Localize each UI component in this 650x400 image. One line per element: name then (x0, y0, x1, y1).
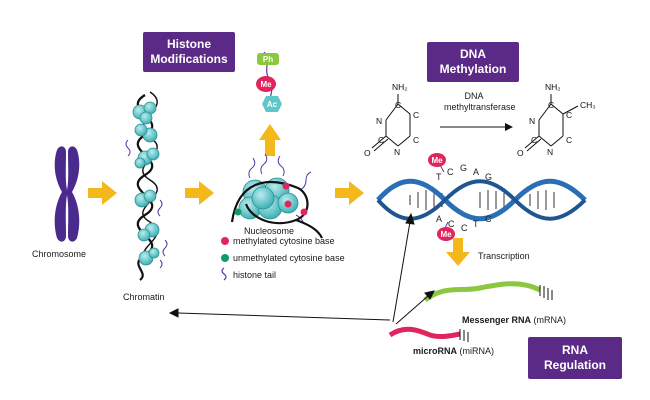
cytosine-structure (371, 94, 411, 152)
mirna-label: microRNA (miRNA) (413, 346, 495, 356)
nucleosome-icon (230, 153, 323, 239)
rna-regulation-box: RNA Regulation (528, 337, 622, 379)
svg-text:C: C (566, 110, 572, 120)
svg-text:O: O (364, 148, 371, 158)
ac-tag-label: Ac (267, 100, 278, 109)
me-tag-label: Me (260, 80, 272, 89)
arrow-chromosome-to-chromatin (88, 181, 117, 205)
legend-unmethylated-dot (221, 254, 229, 262)
bases-bottom: A C C T C (436, 214, 492, 233)
chromosome-icon (54, 146, 80, 242)
svg-text:C: C (461, 223, 468, 233)
svg-text:C: C (378, 135, 384, 145)
flow-arrows (88, 124, 470, 266)
transcription-label: Transcription (478, 251, 530, 261)
regulation-arrows (168, 212, 435, 325)
arrow-dna-to-mrna (446, 238, 470, 266)
chromatin-label: Chromatin (123, 292, 165, 302)
legend-methylated-text: methylated cytosine base (233, 236, 335, 246)
enzyme-label: DNA methyltransferase (444, 91, 516, 112)
svg-text:N: N (376, 116, 382, 126)
svg-text:O: O (517, 148, 524, 158)
dna-methylation-box: DNA Methylation (427, 42, 519, 82)
mirna-strand (388, 326, 469, 342)
svg-text:C: C (485, 214, 492, 224)
svg-text:C: C (413, 135, 419, 145)
legend-methylated-dot (221, 237, 229, 245)
svg-text:C: C (531, 135, 537, 145)
svg-text:C: C (395, 100, 401, 110)
svg-text:T: T (436, 172, 442, 182)
svg-text:T: T (473, 219, 479, 229)
ph-tag (257, 53, 279, 65)
ph-tag-label: Ph (263, 55, 273, 64)
svg-text:N: N (547, 147, 553, 157)
legend-histone-tail-text: histone tail (233, 270, 277, 280)
chromatin-icon (125, 91, 168, 281)
svg-text:N: N (394, 147, 400, 157)
svg-text:NH₂: NH₂ (545, 82, 561, 92)
dna-methyl-tags: Me Me (428, 153, 455, 241)
svg-text:N: N (529, 116, 535, 126)
mrna-strand (423, 281, 553, 303)
nucleosome-label: Nucleosome (244, 226, 295, 236)
svg-text:NH₂: NH₂ (392, 82, 408, 92)
svg-text:Me: Me (431, 156, 443, 165)
chromosome-label: Chromosome (32, 249, 87, 259)
legend-unmethylated-text: unmethylated cytosine base (233, 253, 345, 263)
histone-modifications-box: Histone Modifications (143, 32, 235, 72)
svg-text:C: C (447, 167, 454, 177)
svg-text:Me: Me (440, 230, 452, 239)
chem-atoms: NH₂ C C C N N C O NH₂ C C C N N C O CH₃ (364, 82, 596, 158)
arrow-chromatin-to-nucleosome (185, 181, 214, 205)
svg-text:A: A (436, 214, 442, 224)
me-tag (256, 76, 276, 92)
svg-text:G: G (460, 163, 467, 173)
svg-text:A: A (473, 167, 479, 177)
legend-marks (221, 237, 229, 281)
dna-helix (376, 178, 587, 222)
arrow-nucleosome-to-modifications (259, 124, 281, 156)
svg-text:CH₃: CH₃ (580, 100, 596, 110)
svg-text:C: C (548, 100, 554, 110)
legend-histone-tail-mark (221, 267, 227, 281)
ac-tag (262, 96, 282, 112)
svg-text:G: G (485, 172, 492, 182)
arrow-nucleosome-to-dna (335, 181, 364, 205)
svg-text:C: C (413, 110, 419, 120)
svg-text:C: C (566, 135, 572, 145)
bases-top: T C G A G (436, 163, 492, 182)
me-tag-dna-top (428, 153, 446, 167)
enzyme-arrow (440, 123, 513, 131)
svg-text:C: C (448, 219, 455, 229)
histone-modification-tags: Ph Me Ac (256, 51, 282, 112)
mrna-label: Messenger RNA (mRNA) (462, 315, 567, 325)
me-tag-dna-bottom (437, 227, 455, 241)
methylcytosine-structure (524, 94, 579, 152)
